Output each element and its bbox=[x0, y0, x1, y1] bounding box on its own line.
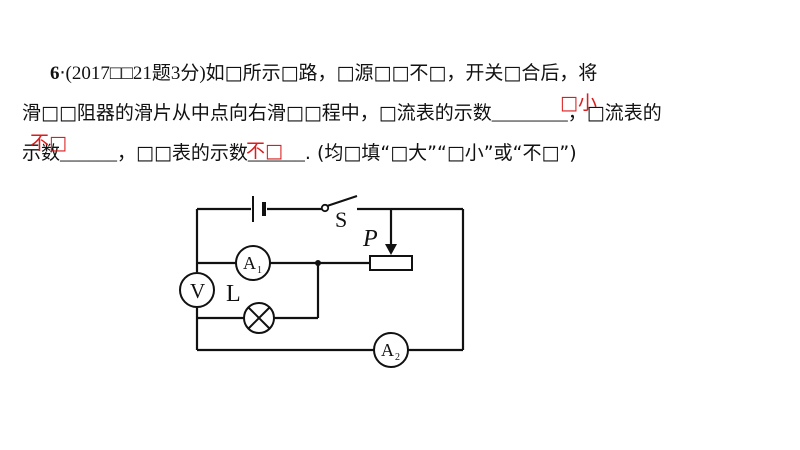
slider-label: P bbox=[362, 226, 378, 252]
blank-a: ________ bbox=[491, 103, 568, 124]
answer-first: □小 bbox=[560, 92, 597, 114]
question-line-3: 示数______，□□表的示数______. (均□填“□大”“□小”或“不□”… bbox=[22, 140, 577, 167]
question-number: 6 bbox=[50, 63, 60, 84]
slider-arrow-icon bbox=[385, 244, 397, 255]
question-text-line1: 如□所示□路，□源□□不□，开关□合后，将 bbox=[205, 62, 598, 84]
answer-second: 不□ bbox=[30, 132, 67, 154]
blank-b: ______ bbox=[60, 143, 118, 164]
ammeter-a2-label: A bbox=[381, 340, 394, 360]
ammeter-a1-label: A bbox=[243, 253, 256, 273]
question-source: (2017□□21题3分) bbox=[65, 63, 206, 84]
question-text-line2: 滑□□阻器的滑片从中点向右滑□□程中，□流表的示数 bbox=[22, 102, 492, 124]
voltmeter-icon bbox=[179, 272, 215, 308]
switch-label: S bbox=[335, 207, 347, 232]
battery-icon bbox=[252, 196, 266, 222]
ammeter-a2-subscript: 2 bbox=[395, 352, 400, 363]
rheostat-icon bbox=[369, 255, 413, 271]
ammeter-a1-subscript: 1 bbox=[257, 265, 262, 276]
switch-icon bbox=[320, 195, 358, 213]
question-text-line3-mid: ，□□表的示数 bbox=[117, 142, 248, 164]
question-text-line3: 示数 bbox=[22, 142, 61, 164]
ammeter-a2-icon bbox=[373, 332, 409, 368]
voltmeter-label: V bbox=[190, 279, 205, 303]
blank-c: ______ bbox=[247, 143, 305, 164]
lamp-label: L bbox=[226, 281, 241, 307]
ammeter-a1-icon bbox=[235, 245, 271, 281]
answer-third: 不□ bbox=[246, 140, 283, 162]
question-dot: · bbox=[59, 62, 66, 84]
lamp-icon bbox=[243, 302, 275, 334]
question-text-line2-after: ，□流表的 bbox=[567, 102, 662, 124]
question-line-1: 6·(2017□□21题3分)如□所示□路，□源□□不□，开关□合后，将 bbox=[50, 60, 597, 87]
question-text-line3-end: . (均□填“□大”“□小”或“不□”) bbox=[304, 142, 577, 164]
question-line-2: 滑□□阻器的滑片从中点向右滑□□程中，□流表的示数________，□流表的 bbox=[22, 100, 662, 127]
